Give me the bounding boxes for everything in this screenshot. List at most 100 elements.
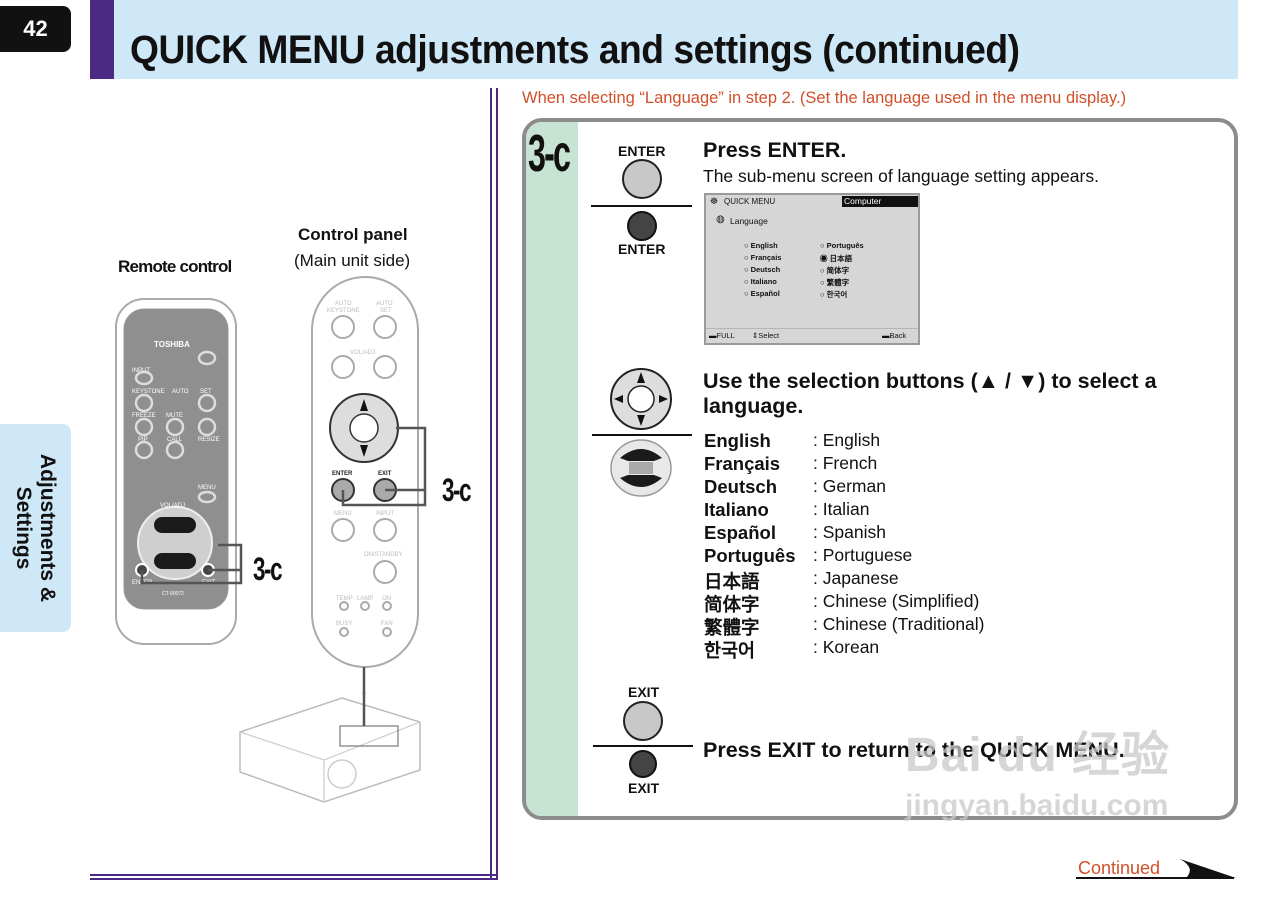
continued-link[interactable]: Continued bbox=[1078, 858, 1161, 878]
remote-voladj-label: VOL/ADJ bbox=[160, 503, 185, 509]
step-id: 3-c bbox=[528, 125, 571, 183]
menu-option-right-1[interactable]: ◉ 日本語 bbox=[820, 254, 853, 263]
menu-source: Computer bbox=[842, 196, 918, 207]
remote-freeze-label: FREEZE bbox=[132, 413, 156, 419]
panel-lamp-label: LAMP bbox=[357, 596, 373, 602]
menu-option-left-3[interactable]: ○ Italiano bbox=[744, 277, 777, 286]
step-strip bbox=[526, 122, 578, 816]
remote-down-button-icon bbox=[620, 475, 662, 487]
panel-exit-button[interactable] bbox=[623, 701, 663, 741]
remote-control-illustration: TOSHIBA INPUT KEYSTONE AUTO SET FREEZE M… bbox=[115, 298, 243, 645]
menu-option-right-2[interactable]: ○ 简体字 bbox=[820, 266, 850, 275]
control-panel-illustration: AUTO KEYSTONE AUTO SET VOL/ADJ ENTER EXI… bbox=[311, 276, 427, 695]
left-panel-frame-bottom bbox=[90, 874, 498, 880]
svg-text:KEYSTONE: KEYSTONE bbox=[327, 308, 360, 314]
panel-voladj-label: VOL/ADJ bbox=[350, 350, 375, 356]
watermark-line2: jingyan.baidu.com bbox=[905, 789, 1169, 822]
up-arrow-icon bbox=[637, 372, 645, 383]
remote-auto-label: AUTO bbox=[172, 389, 189, 395]
language-meaning: : Chinese (Simplified) bbox=[813, 591, 980, 611]
side-tab-line1: Adjustments & bbox=[36, 453, 59, 603]
enter-divider bbox=[591, 205, 692, 207]
panel-on-label: ON bbox=[382, 596, 391, 602]
remote-up-button-icon bbox=[620, 449, 662, 461]
panel-step-callout: 3-c bbox=[442, 472, 472, 508]
select-heading-line1: Use the selection buttons (▲ / ▼) to sel… bbox=[703, 369, 1157, 393]
language-name: Español bbox=[704, 522, 776, 543]
remote-exit-button[interactable] bbox=[629, 750, 657, 778]
language-name: Français bbox=[704, 453, 781, 474]
remote-model-label: CT-90072 bbox=[162, 591, 184, 597]
control-panel-label: Control panel bbox=[298, 225, 408, 244]
page-number: 42 bbox=[0, 6, 71, 52]
remote-selection-buttons[interactable] bbox=[606, 438, 678, 500]
language-name: English bbox=[704, 430, 771, 451]
continued-arrow-icon bbox=[1076, 859, 1236, 879]
svg-text:SET: SET bbox=[380, 308, 392, 314]
remote-menu-label: MENU bbox=[198, 485, 216, 491]
menu-footer-full: ▬FULL bbox=[709, 331, 735, 340]
language-name: 简体字 bbox=[704, 594, 760, 615]
menu-option-right-3[interactable]: ○ 繁體字 bbox=[820, 278, 850, 287]
enter-label-top: ENTER bbox=[618, 143, 666, 159]
header-accent-bar bbox=[90, 0, 114, 79]
menu-option-left-2[interactable]: ○ Deutsch bbox=[744, 265, 781, 274]
panel-fan-label: FAN bbox=[381, 621, 393, 627]
language-name: 繁體字 bbox=[704, 617, 760, 638]
language-meaning: : Korean bbox=[813, 637, 880, 657]
menu-option-right-4[interactable]: ○ 한국어 bbox=[820, 290, 848, 299]
projector-illustration bbox=[239, 692, 421, 803]
left-panel-frame-right bbox=[490, 88, 498, 880]
remote-set-label: SET bbox=[200, 389, 212, 395]
press-enter-body: The sub-menu screen of language setting … bbox=[703, 166, 1099, 186]
watermark-line1: Bai du 经验 bbox=[905, 729, 1171, 782]
remote-step-callout: 3-c bbox=[253, 551, 283, 587]
menu-option-right-0[interactable]: ○ Português bbox=[820, 241, 864, 250]
language-meaning: : French bbox=[813, 453, 878, 473]
exit-divider bbox=[593, 745, 693, 747]
language-globe-icon: ◍ bbox=[716, 214, 725, 225]
panel-enter-button[interactable] bbox=[622, 159, 662, 199]
menu-language-item: Language bbox=[730, 216, 768, 226]
baidu-watermark: Bai du 经验 jingyan.baidu.com bbox=[905, 715, 1170, 823]
language-meaning: : English bbox=[813, 430, 881, 450]
quick-menu-icon: ☸ bbox=[710, 196, 719, 206]
exit-heading: Press EXIT to return to the QUICK MENU. bbox=[703, 738, 1125, 762]
enter-label-bottom: ENTER bbox=[618, 241, 666, 257]
panel-auto-keystone-label: AUTO bbox=[335, 301, 352, 307]
remote-input-label: INPUT bbox=[132, 368, 150, 374]
panel-input-label: INPUT bbox=[376, 511, 394, 517]
down-arrow-icon bbox=[637, 415, 645, 426]
menu-option-left-0[interactable]: ○ English bbox=[744, 241, 778, 250]
remote-mute-label: MUTE bbox=[166, 413, 183, 419]
remote-call-label: CALL bbox=[167, 437, 183, 443]
control-panel-sublabel: (Main unit side) bbox=[294, 251, 411, 270]
select-heading-line2: language. bbox=[703, 394, 804, 418]
menu-footer-back: ▬Back bbox=[882, 331, 907, 340]
panel-exit-label: EXIT bbox=[378, 471, 392, 477]
language-name: 日本語 bbox=[704, 571, 760, 592]
menu-title: QUICK MENU bbox=[724, 197, 776, 206]
language-name: 한국어 bbox=[704, 640, 756, 661]
menu-title-bar: ☸ QUICK MENU Computer bbox=[706, 195, 918, 208]
remote-brand: TOSHIBA bbox=[154, 340, 190, 349]
section-side-tab[interactable]: Adjustments & Settings bbox=[0, 424, 71, 632]
remote-control-label: Remote control bbox=[118, 257, 232, 276]
language-name: Italiano bbox=[704, 499, 769, 520]
remote-enter-button[interactable] bbox=[627, 211, 657, 241]
language-meaning: : Chinese (Traditional) bbox=[813, 614, 985, 634]
language-meaning: : German bbox=[813, 476, 886, 496]
exit-label-top: EXIT bbox=[628, 684, 660, 700]
panel-selection-buttons[interactable] bbox=[606, 366, 678, 432]
panel-onstandby-label: ON/STANDBY bbox=[364, 552, 403, 558]
panel-temp-label: TEMP bbox=[336, 596, 353, 602]
language-meaning: : Spanish bbox=[813, 522, 886, 542]
menu-option-left-1[interactable]: ○ Français bbox=[744, 253, 782, 262]
panel-menu-label: MENU bbox=[334, 511, 352, 517]
menu-footer: ▬FULL ⇕Select ▬Back bbox=[706, 328, 918, 343]
exit-label-bottom: EXIT bbox=[628, 780, 660, 796]
panel-enter-label: ENTER bbox=[332, 471, 353, 477]
menu-option-left-4[interactable]: ○ Español bbox=[744, 289, 780, 298]
panel-busy-label: BUSY bbox=[336, 621, 352, 627]
page-title: QUICK MENU adjustments and settings (con… bbox=[130, 28, 1020, 72]
